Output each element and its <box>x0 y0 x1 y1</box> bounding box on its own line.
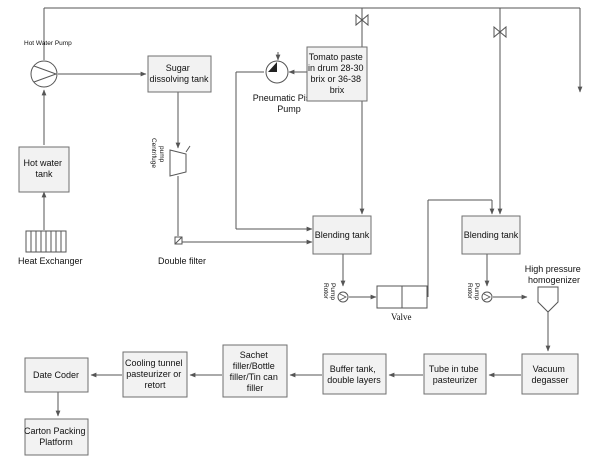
filler: Sachet filler/Bottle filler/Tin can fill… <box>222 344 288 398</box>
heat-exchanger-label: Heat Exchanger <box>18 256 83 266</box>
vacuum-degasser-label: Vacuum degasser <box>531 364 568 385</box>
centrifuge-pump: Centrifuge pump <box>150 138 191 177</box>
pump-chevron-icon <box>33 65 58 83</box>
sugar-tank-box <box>147 55 212 93</box>
cooling-tunnel: Cooling tunnel pasteurizer or retort <box>122 351 188 398</box>
hot-water-tank: Hot water tank <box>18 146 70 193</box>
rotor-pump-1-label: Rotor Pump <box>322 283 336 301</box>
date-coder: Date Coder <box>24 357 89 393</box>
cooling-tunnel-box <box>122 351 188 398</box>
tomato-paste-box <box>306 46 368 102</box>
hot-water-pump-label: Hot Water Pump <box>24 40 72 47</box>
connections <box>41 7 583 417</box>
homogenizer-icon <box>537 286 559 313</box>
butterfly-valve-icon <box>355 13 369 27</box>
valve-label: Valve <box>391 312 412 322</box>
tomato-paste-drum: Tomato paste in drum 28-30 brix or 36-38… <box>306 46 368 102</box>
blending-tank-2-box <box>461 215 521 255</box>
vacuum-degasser-box <box>521 353 579 395</box>
blending-tank-1-label: Blending tank <box>315 230 370 240</box>
carton-packing-box <box>24 418 89 456</box>
buffer-tank-box <box>322 353 387 395</box>
hot-water-pump: Hot Water Pump <box>24 40 72 88</box>
heat-exchanger: Heat Exchanger <box>18 230 83 266</box>
rotor-pump-1: Rotor Pump <box>322 283 349 303</box>
filler-box <box>222 344 288 398</box>
hot-water-tank-label: Hot water tank <box>23 158 64 179</box>
pneumatic-pump-label: Pneumatic Piston Pump <box>253 93 326 114</box>
valve: Valve <box>376 285 428 322</box>
double-filter: Double filter <box>158 236 206 266</box>
date-coder-label: Date Coder <box>33 370 79 380</box>
pneumatic-piston-pump: Pneumatic Piston Pump <box>253 60 326 114</box>
blending-tank-1-box <box>312 215 372 255</box>
blending-tank-1: Blending tank <box>312 215 372 255</box>
tube-pasteurizer-label: Tube in tube pasteurizer <box>429 364 481 385</box>
carton-packing-label: Carton Packing Platform <box>24 426 88 447</box>
vacuum-degasser: Vacuum degasser <box>521 353 579 395</box>
date-coder-box <box>24 357 89 393</box>
hot-water-tank-box <box>18 146 70 193</box>
filler-label: Sachet filler/Bottle filler/Tin can fill… <box>230 350 281 393</box>
homogenizer-label: High pressure homogenizer <box>525 264 584 285</box>
buffer-tank: Buffer tank, double layers <box>322 353 387 395</box>
rotor-pump-2: Rotor Pump <box>466 283 493 303</box>
pump-icon <box>30 60 58 88</box>
piston-pump-marker-icon <box>268 62 277 72</box>
tube-in-tube-pasteurizer: Tube in tube pasteurizer <box>423 353 487 395</box>
blending-tank-2: Blending tank <box>461 215 521 255</box>
double-filter-label: Double filter <box>158 256 206 266</box>
centrifuge-pump-icon <box>169 149 187 177</box>
rotor-pump-2-label: Rotor Pump <box>466 283 480 301</box>
high-pressure-homogenizer: High pressure homogenizer <box>525 264 584 313</box>
tomato-paste-label: Tomato paste in drum 28-30 brix or 36-38… <box>308 52 366 95</box>
carton-packing-platform: Carton Packing Platform <box>24 418 89 456</box>
sugar-dissolving-tank: Sugar dissolving tank <box>147 55 212 93</box>
sugar-tank-label: Sugar dissolving tank <box>149 63 209 84</box>
buffer-tank-label: Buffer tank, double layers <box>327 364 381 385</box>
cooling-tunnel-label: Cooling tunnel pasteurizer or retort <box>125 358 185 390</box>
tube-pasteurizer-box <box>423 353 487 395</box>
blending-tank-2-label: Blending tank <box>464 230 519 240</box>
centrifuge-pump-label: Centrifuge pump <box>150 138 165 170</box>
butterfly-valve-icon <box>493 25 507 39</box>
